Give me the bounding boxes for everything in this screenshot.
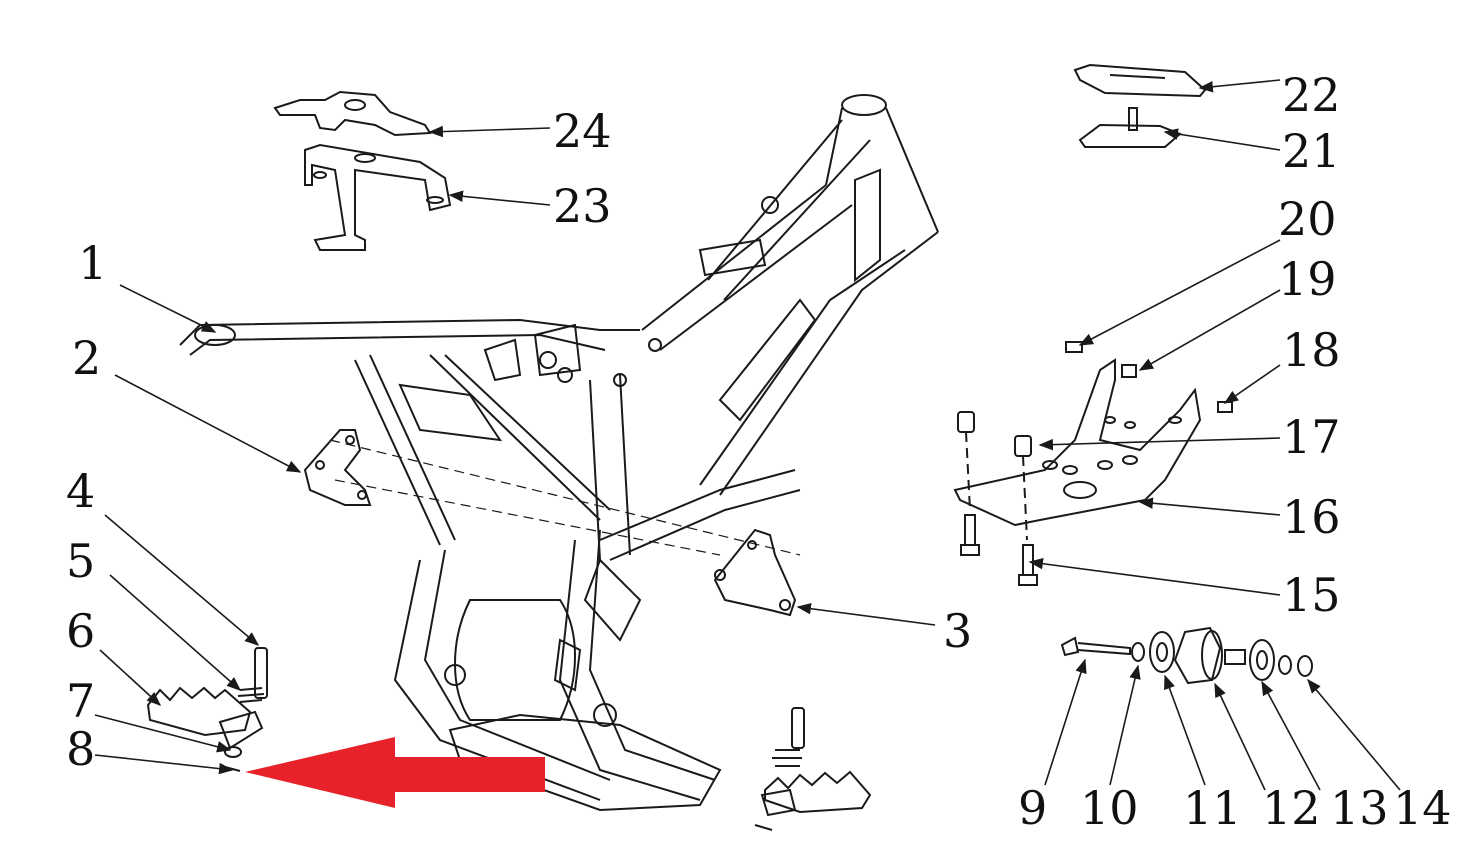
part-2-bracket (303, 429, 372, 506)
part-9-bolt (1060, 636, 1131, 657)
callout-19: 19 (1278, 252, 1337, 306)
callout-8: 8 (66, 722, 96, 776)
callout-6: 6 (66, 604, 96, 658)
leader-lines (94, 79, 1401, 791)
callout-2: 2 (72, 331, 102, 385)
callout-11: 11 (1183, 781, 1242, 835)
callout-23: 23 (553, 179, 612, 233)
part-20-pin (1065, 341, 1083, 353)
part-21-plate (1078, 107, 1182, 148)
callout-18: 18 (1282, 323, 1341, 377)
callout-3: 3 (943, 604, 973, 658)
callout-12: 12 (1262, 781, 1321, 835)
part-14-washer (1278, 655, 1313, 677)
part-18-bolt (1217, 401, 1233, 413)
right-footpeg-assembly (754, 707, 872, 831)
callout-16: 16 (1282, 490, 1341, 544)
part-4-pin (254, 647, 268, 699)
highlight-arrow (245, 737, 545, 808)
part-13-sleeve (1224, 639, 1275, 681)
alignment-line (329, 439, 801, 556)
part-11-bearing (1149, 631, 1175, 673)
callout-7: 7 (66, 674, 96, 728)
part-5-spring (237, 687, 265, 703)
main-frame (179, 94, 939, 812)
callout-5: 5 (66, 534, 96, 588)
callout-14: 14 (1393, 781, 1452, 835)
alignment-line (334, 479, 721, 556)
part-12-bushing (1173, 626, 1223, 685)
callout-10: 10 (1080, 781, 1139, 835)
part-23-bracket (304, 143, 452, 251)
callout-22: 22 (1282, 68, 1341, 122)
callout-21: 21 (1282, 124, 1341, 178)
callout-13: 13 (1330, 781, 1389, 835)
callout-20: 20 (1278, 192, 1337, 246)
part-19-nut (1121, 364, 1137, 378)
part-17-spacer (957, 411, 1032, 541)
part-10-washer (1131, 642, 1145, 662)
part-24-mount (273, 90, 432, 137)
callout-9: 9 (1018, 781, 1048, 835)
part-3-bracket (713, 528, 797, 617)
part-6-footpeg (146, 686, 264, 750)
part-22-plate (1073, 63, 1207, 98)
callout-1: 1 (78, 236, 108, 290)
callout-4: 4 (66, 464, 96, 518)
callout-15: 15 (1282, 568, 1341, 622)
part-16-skid-plate (953, 358, 1202, 527)
callout-17: 17 (1282, 410, 1341, 464)
callout-24: 24 (553, 104, 612, 158)
